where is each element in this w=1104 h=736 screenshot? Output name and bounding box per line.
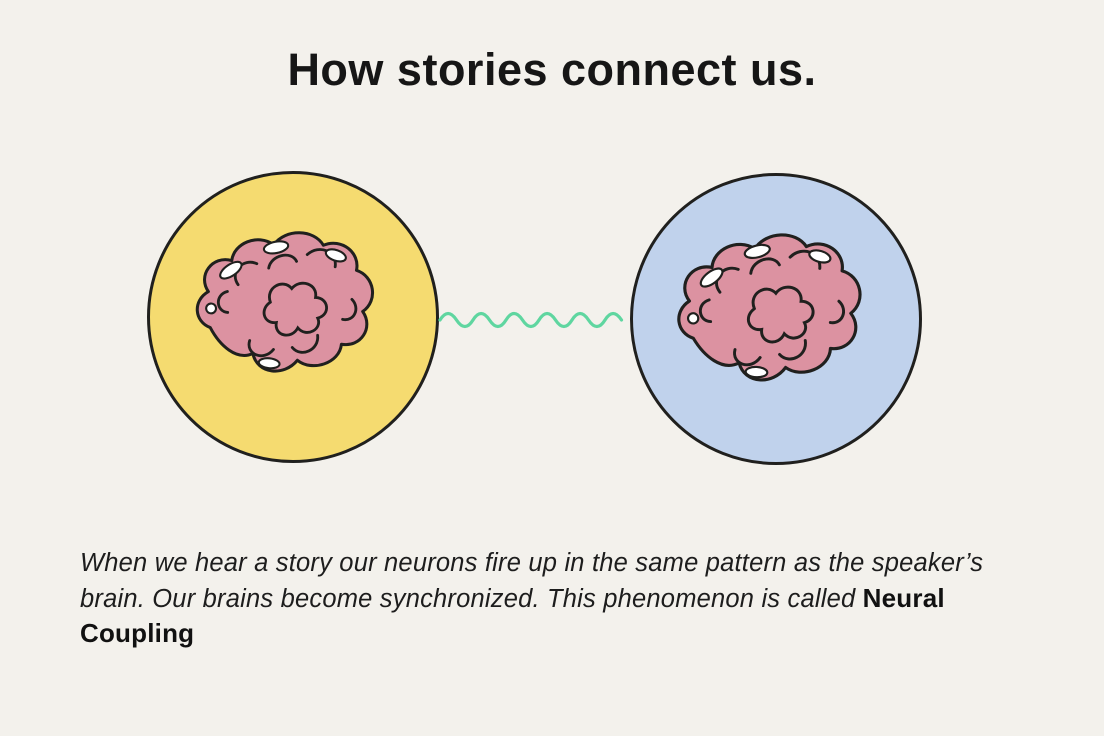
- caption: When we hear a story our neurons fire up…: [80, 547, 1032, 652]
- wave-connector-icon: [438, 311, 624, 329]
- listener-circle: [630, 173, 922, 465]
- brain-icon: [677, 233, 862, 382]
- brain-icon: [195, 231, 374, 373]
- caption-text: When we hear a story our neurons fire up…: [80, 549, 984, 613]
- speaker-circle: [147, 171, 439, 463]
- page-title: How stories connect us.: [287, 44, 817, 95]
- neural-coupling-term: Neural Coupling: [80, 582, 945, 649]
